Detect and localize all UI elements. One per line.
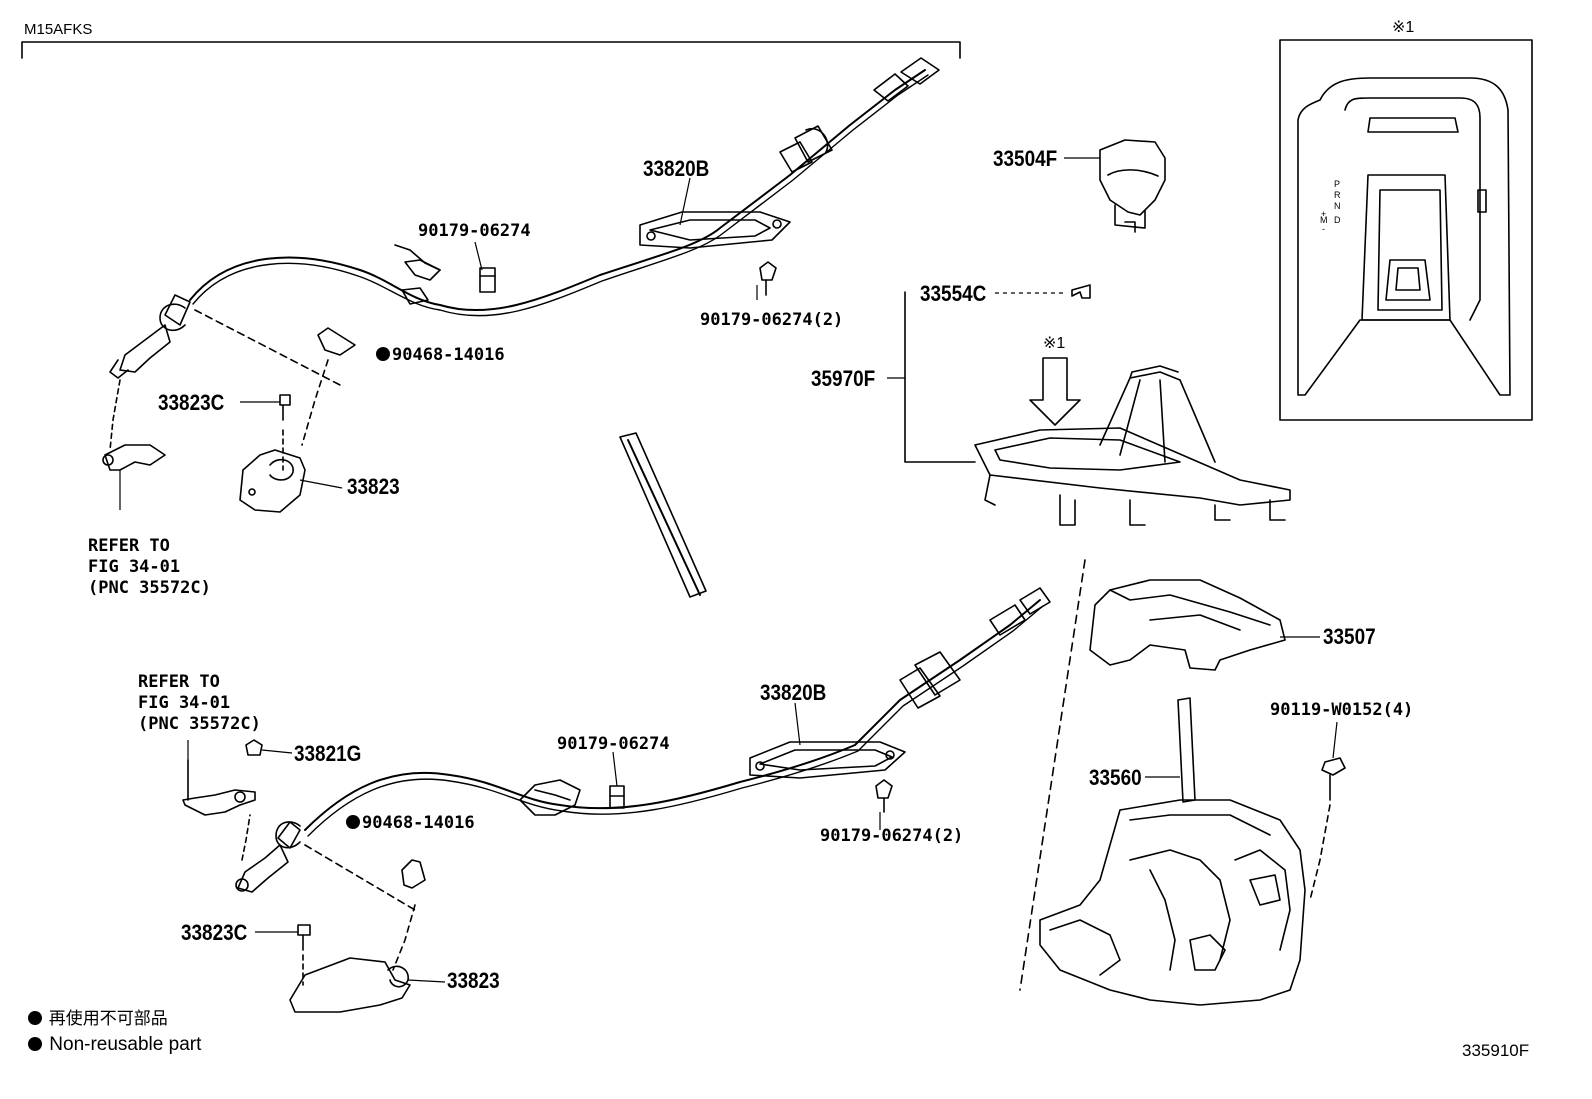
part-label-90179-06274-2-bottom[interactable]: 90179-06274(2) bbox=[820, 826, 964, 846]
part-label-90468-14016-bottom[interactable]: 90468-14016 bbox=[346, 815, 475, 832]
inset-ref-mark: ※1 bbox=[1392, 19, 1415, 36]
part-label-90119-W0152-4[interactable]: 90119-W0152(4) bbox=[1270, 700, 1414, 720]
gate-letter-p: P bbox=[1334, 179, 1341, 189]
gate-letter-r: R bbox=[1334, 190, 1341, 200]
bracket-35970F bbox=[904, 291, 976, 463]
part-label-33554C[interactable]: 33554C bbox=[920, 281, 987, 306]
gate-letter-minus: - bbox=[1322, 224, 1325, 234]
console-panel bbox=[974, 365, 1291, 526]
part-label-33820B-top[interactable]: 33820B bbox=[643, 156, 710, 181]
legend-en: Non-reusable part bbox=[28, 1035, 201, 1054]
part-label-90179-06274-2-top[interactable]: 90179-06274(2) bbox=[700, 310, 844, 330]
gate-letter-plus: + bbox=[1321, 209, 1327, 219]
part-label-90179-06274-top[interactable]: 90179-06274 bbox=[418, 221, 531, 241]
gate-letter-n: N bbox=[1334, 201, 1341, 211]
bottom-cable-assembly bbox=[182, 587, 1051, 1013]
part-label-33507[interactable]: 33507 bbox=[1323, 624, 1376, 649]
non-reusable-marker-icon bbox=[28, 1037, 42, 1051]
bolt-90119 bbox=[1309, 757, 1346, 901]
lever-assembly-33560 bbox=[1039, 697, 1306, 1006]
view-arrow bbox=[1029, 357, 1081, 426]
figure-number: 335910F bbox=[1462, 1041, 1530, 1060]
model-bracket bbox=[21, 41, 961, 59]
model-code: M15AFKS bbox=[24, 21, 93, 38]
top-cable-assembly bbox=[102, 57, 940, 598]
non-reusable-marker-icon bbox=[28, 1011, 42, 1025]
part-label-90179-06274-bottom[interactable]: 90179-06274 bbox=[557, 734, 670, 754]
part-label-35970F[interactable]: 35970F bbox=[811, 366, 876, 391]
part-label-33823-top[interactable]: 33823 bbox=[347, 474, 400, 499]
gate-letter-m: M bbox=[1320, 215, 1328, 225]
part-label-33504F[interactable]: 33504F bbox=[993, 146, 1058, 171]
part-label-33821G[interactable]: 33821G bbox=[294, 741, 362, 766]
view-ref-mark: ※1 bbox=[1043, 335, 1066, 352]
part-label-33823-bottom[interactable]: 33823 bbox=[447, 968, 500, 993]
non-reusable-marker-icon bbox=[346, 815, 360, 829]
shift-knob bbox=[1099, 139, 1166, 233]
part-label-33560[interactable]: 33560 bbox=[1089, 765, 1142, 790]
inset-view bbox=[1279, 39, 1533, 421]
part-label-33820B-bottom[interactable]: 33820B bbox=[760, 680, 827, 705]
clip-33554C bbox=[1071, 284, 1091, 299]
housing-33507 bbox=[1089, 579, 1286, 671]
part-label-90468-14016-top[interactable]: 90468-14016 bbox=[376, 347, 505, 364]
gate-letter-d: D bbox=[1334, 215, 1341, 225]
leader-lines bbox=[119, 157, 1338, 983]
legend-jp: 再使用不可部品 bbox=[28, 1010, 168, 1027]
part-label-33823C-top[interactable]: 33823C bbox=[158, 390, 225, 415]
non-reusable-marker-icon bbox=[376, 347, 390, 361]
part-label-33823C-bottom[interactable]: 33823C bbox=[181, 920, 248, 945]
